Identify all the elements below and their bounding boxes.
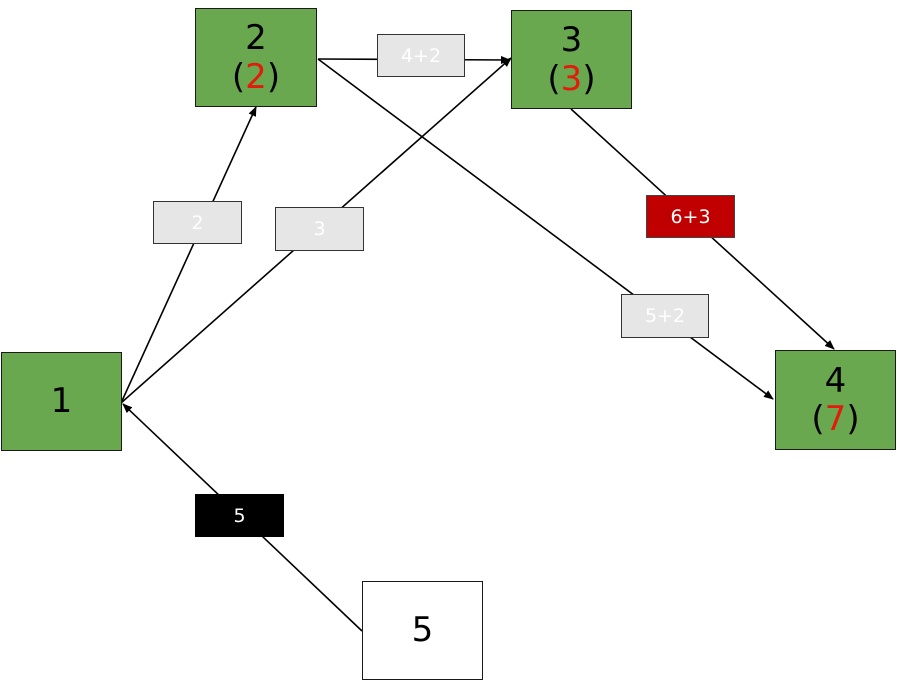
edge-1-2: [120, 106, 257, 404]
edge-label-1-2: 2: [153, 201, 242, 244]
node-3-open-paren: (: [547, 58, 561, 99]
node-2-id: 2: [245, 18, 267, 59]
edge-label-2-4: 5+2: [621, 294, 709, 338]
node-4-close-paren: ): [846, 399, 860, 439]
node-1-id: 1: [50, 381, 73, 422]
node-2-distance-row: (2): [231, 56, 281, 97]
node-1: 1: [1, 352, 122, 451]
edge-label-5-1: 5: [195, 494, 284, 537]
node-4: 4 (7): [775, 350, 896, 450]
node-3-distance: 3: [560, 58, 583, 99]
node-5-id: 5: [411, 610, 434, 651]
node-2-open-paren: (: [231, 56, 246, 97]
edge-label-1-3: 3: [275, 207, 364, 251]
node-4-distance-row: (7): [811, 400, 859, 438]
edge-label-3-4: 6+3: [646, 195, 735, 238]
node-3-id: 3: [560, 20, 583, 61]
node-2: 2 (2): [195, 8, 317, 107]
node-3: 3 (3): [511, 10, 632, 109]
node-3-close-paren: ): [582, 58, 596, 99]
node-5: 5: [362, 581, 483, 680]
edge-2-4: [317, 58, 774, 400]
edge-label-2-3: 4+2: [377, 34, 465, 77]
node-4-distance: 7: [824, 399, 847, 439]
node-2-close-paren: ): [266, 56, 281, 97]
node-4-open-paren: (: [811, 399, 825, 439]
node-4-id: 4: [824, 360, 847, 401]
node-3-distance-row: (3): [547, 58, 596, 99]
node-2-distance: 2: [245, 56, 267, 97]
